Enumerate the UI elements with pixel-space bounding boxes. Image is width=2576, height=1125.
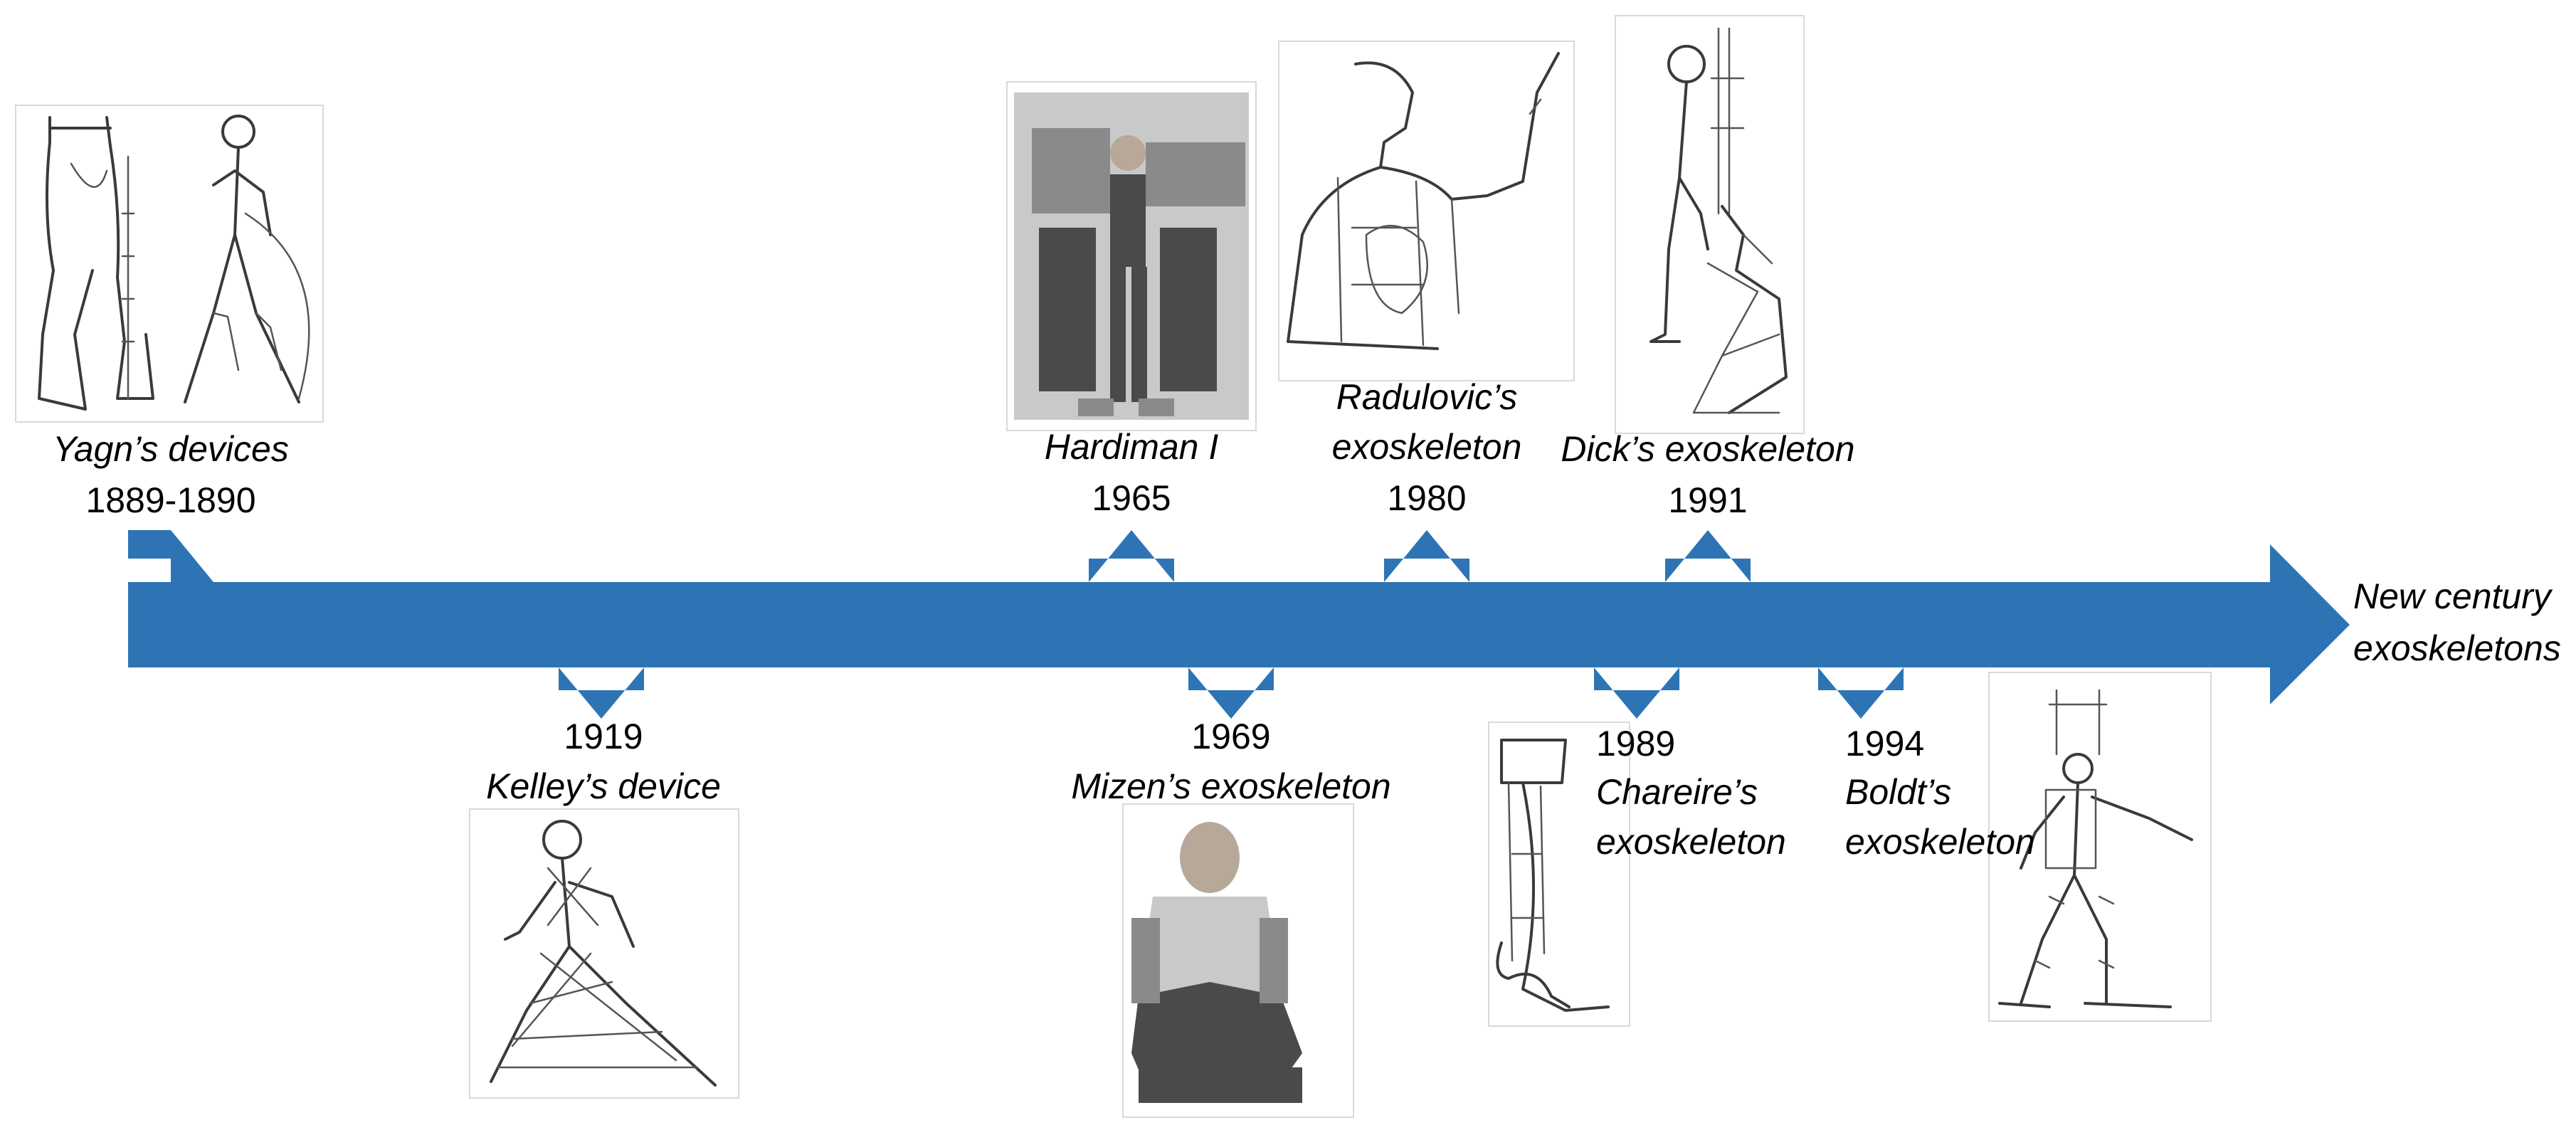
dick-exoskeleton-image: [1615, 15, 1805, 434]
event-name-boldt-line1: Boldt’s: [1845, 772, 1951, 812]
event-year-yagn: 1889-1890: [85, 480, 255, 520]
timeline-arrow: [128, 530, 2350, 719]
event-name-chareire-line2: exoskeleton: [1596, 822, 1786, 862]
marker-arrow-up-yagn: [128, 530, 213, 582]
event-name-mizen: Mizen’s exoskeleton: [1071, 766, 1390, 806]
event-year-radulovic: 1980: [1387, 478, 1466, 518]
event-year-kelley: 1919: [564, 717, 643, 756]
event-year-hardiman: 1965: [1092, 478, 1171, 518]
kelley-device-image: [469, 808, 739, 1099]
event-year-boldt: 1994: [1845, 724, 1924, 764]
hardiman-photo-image: [1006, 81, 1257, 431]
marker-arrow-down-boldt: [1818, 667, 1904, 719]
event-name-radulovic-line1: Radulovic’s: [1336, 377, 1518, 417]
marker-arrow-down-kelley: [559, 667, 644, 719]
event-name-hardiman: Hardiman I: [1045, 427, 1219, 467]
event-name-dick: Dick’s exoskeleton: [1561, 429, 1854, 469]
event-name-yagn: Yagn’s devices: [53, 429, 289, 469]
chareire-exoskeleton-image: [1488, 722, 1630, 1027]
event-year-mizen: 1969: [1191, 717, 1270, 756]
event-name-boldt-line2: exoskeleton: [1845, 822, 2035, 862]
end-label-line1: New century: [2353, 576, 2553, 616]
event-year-dick: 1991: [1668, 480, 1747, 520]
marker-arrow-down-chareire: [1594, 667, 1679, 719]
event-name-kelley: Kelley’s device: [486, 766, 721, 806]
mizen-exoskeleton-photo-image: [1122, 803, 1354, 1118]
marker-arrow-up-hardiman: [1089, 530, 1174, 582]
yagn-devices-image: [15, 105, 324, 423]
marker-arrow-up-radulovic: [1384, 530, 1469, 582]
timeline-main-arrow: [128, 544, 2350, 704]
marker-arrow-up-dick: [1665, 530, 1751, 582]
radulovic-exoskeleton-image: [1278, 41, 1575, 381]
event-name-radulovic-line2: exoskeleton: [1332, 427, 1522, 467]
boldt-exoskeleton-image: [1988, 672, 2212, 1022]
end-label-line2: exoskeletons: [2353, 628, 2561, 668]
event-year-chareire: 1989: [1596, 724, 1675, 764]
event-name-chareire-line1: Chareire’s: [1596, 772, 1758, 812]
marker-arrow-down-mizen: [1188, 667, 1274, 719]
